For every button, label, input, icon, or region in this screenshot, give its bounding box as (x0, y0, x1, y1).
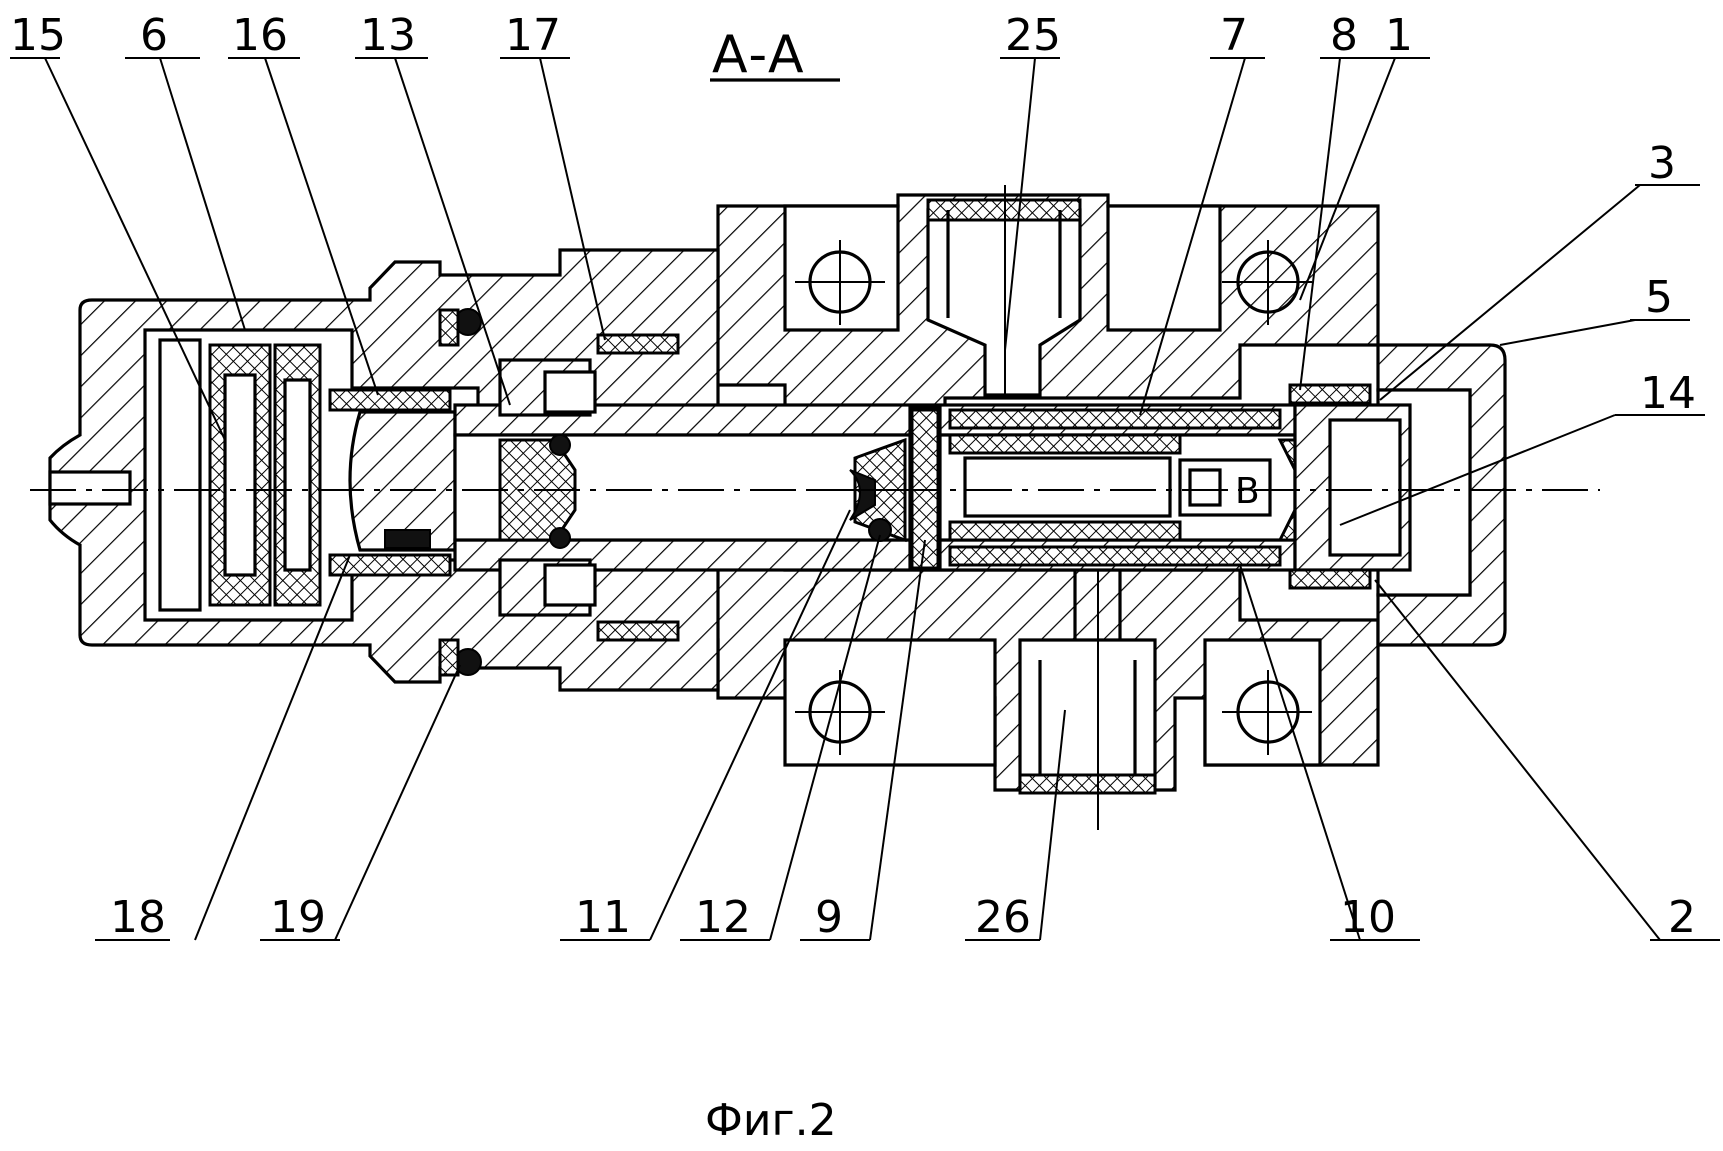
label-5: 5 (1645, 272, 1673, 323)
label-1: 1 (1385, 10, 1413, 61)
label-12: 12 (695, 892, 751, 943)
label-10: 10 (1340, 892, 1396, 943)
figure-caption: Фиг.2 (705, 1095, 837, 1146)
label-19: 19 (270, 892, 326, 943)
label-6: 6 (140, 10, 168, 61)
label-11: 11 (575, 892, 631, 943)
label-15: 15 (10, 10, 66, 61)
label-26: 26 (975, 892, 1031, 943)
svg-text:B: B (1235, 471, 1260, 512)
right-cap (1290, 345, 1505, 645)
section-title: A-A (712, 25, 806, 85)
label-17: 17 (505, 10, 561, 61)
label-18: 18 (110, 892, 166, 943)
label-2: 2 (1668, 892, 1696, 943)
label-25: 25 (1005, 10, 1061, 61)
label-7: 7 (1220, 10, 1248, 61)
label-3: 3 (1648, 138, 1676, 189)
label-13: 13 (360, 10, 416, 61)
label-16: 16 (232, 10, 288, 61)
label-9: 9 (815, 892, 843, 943)
label-14: 14 (1640, 368, 1696, 419)
label-8: 8 (1330, 10, 1358, 61)
